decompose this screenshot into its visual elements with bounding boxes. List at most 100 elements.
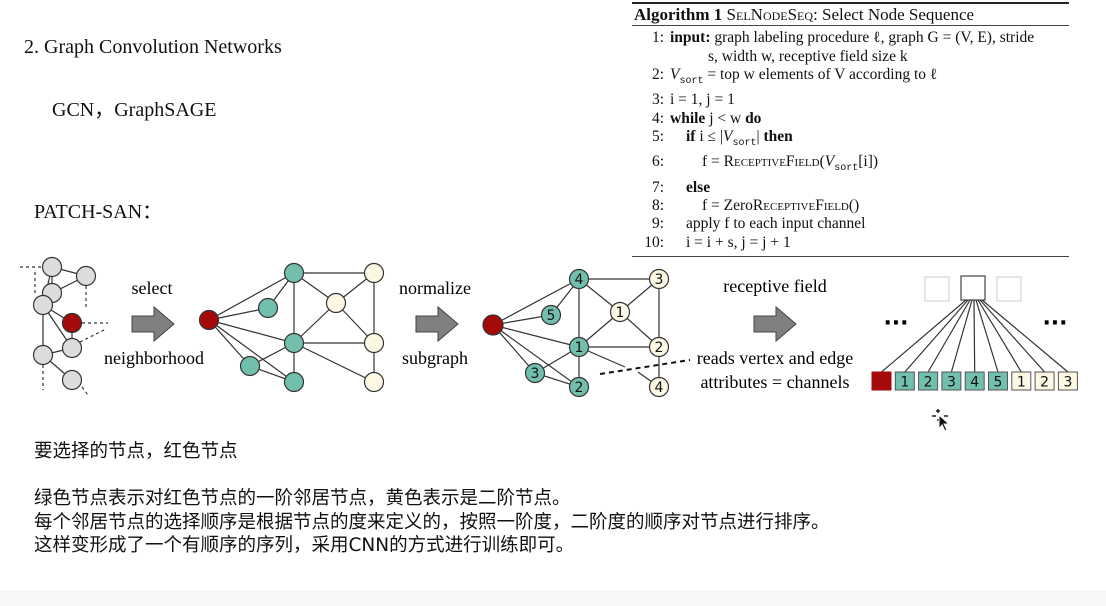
first-order-node — [257, 297, 279, 319]
node-label: 2 — [575, 380, 584, 396]
second-order-node — [648, 336, 670, 358]
edge — [293, 342, 375, 383]
step2-bottom-label: subgraph — [402, 348, 468, 368]
step3-top-label: receptive field — [723, 276, 826, 296]
edge — [208, 319, 295, 383]
second-order-node — [363, 332, 385, 354]
line-number: 3: — [651, 91, 664, 109]
bottom-rule — [632, 255, 1069, 257]
title-rule — [632, 25, 1069, 27]
receptive-edge — [950, 299, 973, 373]
algorithm-line: 2:Vsort = top w elements of V according … — [632, 66, 1069, 91]
second-order-node — [648, 268, 670, 290]
line-text: i = i + s, j = j + 1 — [686, 233, 791, 251]
algorithm-line: 9:apply f to each input channel — [632, 215, 1069, 233]
step3-bottom-label-1: reads vertex and edge — [697, 348, 853, 368]
line-text: Vsort = top w elements of V according to… — [670, 65, 938, 87]
graph-node — [41, 256, 63, 278]
dashed-edge — [79, 328, 107, 343]
edge — [492, 278, 580, 326]
receptive-edge — [979, 299, 1046, 373]
algorithm-line: 3:i = 1, j = 1 — [632, 91, 1069, 109]
node-label: 3 — [655, 272, 664, 288]
algorithm-name: SelNodeSeq — [726, 5, 814, 24]
edge — [208, 272, 295, 321]
line-text: s, width w, receptive field size k — [708, 47, 908, 65]
step-arrows — [131, 305, 797, 343]
node-label: 1 — [575, 340, 584, 356]
top-rule — [632, 2, 1069, 4]
sequence-cell-label: 1 — [900, 375, 909, 391]
node-label: 4 — [575, 272, 584, 288]
algorithm-line: 8: f = ZeroReceptiveField() — [632, 197, 1069, 215]
second-order-node — [363, 371, 385, 393]
sequence-cell-yellow — [1057, 371, 1078, 391]
root-node — [482, 314, 504, 336]
algorithm-line: 10:i = i + s, j = j + 1 — [632, 234, 1069, 252]
first-order-node — [283, 262, 305, 284]
sequence-cell-label: 1 — [1017, 375, 1026, 391]
algorithm-line: 7:else — [632, 179, 1069, 197]
note-line-2: 每个邻居节点的选择顺序是根据节点的度来定义的，按照一阶度，二阶度的顺序对节点进行… — [34, 511, 830, 533]
receptive-edge — [881, 299, 967, 373]
sequence-cell-label: 2 — [1040, 375, 1049, 391]
line-text: f = ZeroReceptiveField() — [702, 196, 860, 214]
receptive-edge — [904, 299, 969, 373]
algorithm-lines: 1:input: graph labeling procedure ℓ, gra… — [632, 26, 1069, 256]
edge — [208, 319, 251, 367]
graph-node — [32, 294, 54, 316]
sequence-cell-green — [988, 371, 1008, 391]
second-order-node — [609, 301, 631, 323]
receptive-edge — [977, 299, 1022, 373]
first-order-node — [568, 336, 590, 358]
step3-bottom-label-2: attributes = channels — [700, 372, 849, 392]
edge — [208, 319, 295, 344]
line-number: 6: — [651, 153, 664, 171]
ellipsis-left: ··· — [883, 311, 908, 336]
line-text: while j < w do — [670, 109, 762, 127]
sequence-cell-green — [918, 371, 939, 391]
sequence-cell-red — [871, 371, 892, 391]
sequence-cell-label: 5 — [994, 375, 1003, 391]
root-node — [198, 309, 220, 331]
line-number: 9: — [651, 215, 664, 233]
step2-top-label: normalize — [399, 278, 471, 298]
sequence-cell-yellow — [1034, 371, 1055, 391]
algorithm-title: Algorithm 1 SelNodeSeq: Select Node Sequ… — [632, 4, 1069, 25]
edge — [492, 324, 536, 374]
line-text: input: graph labeling procedure ℓ, graph… — [670, 29, 1035, 47]
algorithm-line: s, width w, receptive field size k — [632, 48, 1069, 66]
sequence-cell-label: 3 — [1063, 375, 1072, 391]
line-text: f = ReceptiveField(Vsort[i]) — [702, 153, 879, 175]
line-number: 8: — [651, 196, 664, 214]
sequence-cell-green — [894, 371, 915, 391]
second-order-node — [648, 376, 670, 398]
arrow-right-icon — [415, 305, 459, 343]
algorithm-description: : Select Node Sequence — [813, 5, 975, 24]
edge — [492, 324, 580, 388]
first-order-node — [239, 355, 261, 377]
output-cell-faded — [924, 276, 950, 302]
section-heading: 2. Graph Convolution Networks — [24, 36, 282, 58]
output-cell-faded — [996, 276, 1022, 302]
arrow-right-icon — [131, 305, 175, 343]
algorithm-line: 6: f = ReceptiveField(Vsort[i]) — [632, 153, 1069, 178]
first-order-node — [540, 304, 562, 326]
ellipsis-right: ··· — [1042, 311, 1067, 336]
graph-node — [61, 369, 83, 391]
algorithm-number: Algorithm 1 — [634, 5, 723, 24]
move-cursor-icon — [932, 409, 951, 432]
sequence-cell-green — [941, 371, 962, 391]
step1-bottom-label: neighborhood — [104, 348, 204, 368]
receptive-edge — [927, 299, 971, 373]
step1-top-label: select — [132, 278, 173, 298]
algorithm-line: 4:while j < w do — [632, 110, 1069, 128]
node-label: 1 — [616, 305, 625, 321]
edge — [492, 324, 580, 348]
sequence-cell-green — [964, 371, 985, 391]
note-paragraph: 绿色节点表示对红色节点的一阶邻居节点，黄色表示是二阶节点。 每个邻居节点的选择顺… — [34, 487, 830, 558]
cut-line — [599, 359, 691, 375]
node-label: 5 — [547, 308, 556, 324]
